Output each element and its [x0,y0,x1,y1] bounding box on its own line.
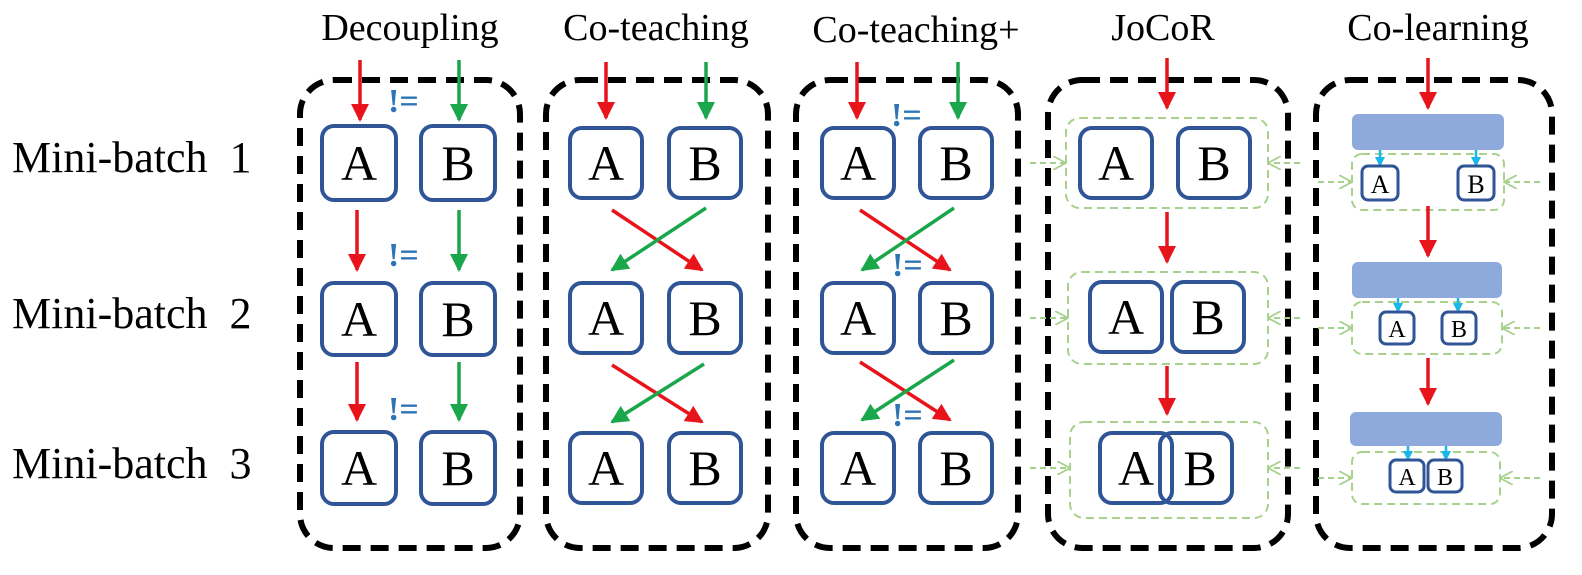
network-b-label: B [688,290,721,346]
network-b-label: B [1437,465,1453,491]
network-a-label: A [588,440,624,496]
neq-symbol: != [891,97,922,134]
network-a-box [1360,164,1400,202]
joint-dashed-group [1351,451,1501,505]
network-b-box [1456,164,1496,202]
network-b-label: B [688,135,721,191]
network-b-label: B [1197,135,1230,191]
shared-feature-block [1352,262,1502,298]
network-b-box [419,281,497,357]
network-a-box [820,281,896,355]
network-b-label: B [441,135,474,191]
panel-title-co-teaching-plus: Co-teaching+ [812,9,1019,51]
row-label-mini-batch-3: Mini-batch 3 [12,439,252,488]
network-a-box [1078,126,1154,200]
co-teaching-panel: A B A B A B [568,62,743,505]
panel-title-jocor: JoCoR [1111,7,1215,49]
network-b-box [667,281,743,355]
neq-symbol: != [892,247,923,284]
network-a-box [820,431,896,505]
panel-border-co-teaching-plus [793,77,1021,551]
network-b-box [419,124,497,202]
network-a-box [320,124,398,202]
network-b-box [1426,458,1464,494]
network-a-box [1088,280,1164,354]
neq-symbol: != [892,397,923,434]
neq-symbol: != [388,237,419,274]
network-a-label: A [1098,135,1134,191]
row-label-mini-batch-2: Mini-batch 2 [12,289,252,338]
co-learning-panel: A B A B A B [1318,58,1540,505]
network-a-box [320,281,398,357]
network-b-label: B [939,290,972,346]
network-a-label: A [588,135,624,191]
panel-border-decoupling [297,77,523,551]
green-cross-arrow [860,358,955,422]
network-a-box [1098,431,1174,505]
network-a-box [820,126,896,200]
green-cross-arrow [860,206,955,272]
network-a-label: A [341,291,377,347]
green-cross-arrow [610,206,707,272]
neq-symbol: != [388,391,419,428]
network-b-label: B [441,291,474,347]
panel-title-co-learning: Co-learning [1347,7,1529,49]
network-a-box [568,281,644,355]
joint-dashed-group [1351,301,1503,355]
network-a-box [1378,310,1416,346]
network-a-label: A [1398,465,1416,491]
jocor-panel: A B A B A B [1030,58,1300,519]
network-a-label: A [840,290,876,346]
network-a-box [1388,458,1426,494]
network-b-label: B [688,440,721,496]
network-a-box [320,430,398,506]
network-a-label: A [840,135,876,191]
network-a-box [568,431,644,505]
network-b-box [667,126,743,200]
shared-feature-block [1350,412,1502,446]
network-a-label: A [588,290,624,346]
network-a-label: A [1108,289,1144,345]
network-b-box [1158,431,1234,505]
row-label-mini-batch-1: Mini-batch 1 [12,133,252,182]
network-b-label: B [1451,317,1467,343]
network-b-label: B [939,135,972,191]
green-cross-arrow [610,362,705,424]
network-a-box [568,126,644,200]
network-b-label: B [1183,440,1216,496]
shared-feature-block [1352,114,1504,150]
network-a-label: A [1118,440,1154,496]
co-teaching-plus-panel: != A B != A B != A B [820,62,994,505]
network-a-label: A [840,440,876,496]
network-b-box [1170,280,1246,354]
network-b-box [918,126,994,200]
neq-symbol: != [388,83,419,120]
network-a-label: A [1371,170,1390,199]
panel-title-decoupling: Decoupling [321,7,498,49]
network-b-box [667,431,743,505]
network-b-label: B [1191,289,1224,345]
network-b-label: B [441,440,474,496]
network-b-box [1176,126,1252,200]
decoupling-panel: != A B != A B != A B [320,60,497,506]
network-b-box [1440,310,1478,346]
network-b-box [918,281,994,355]
network-a-label: A [341,135,377,191]
panel-title-co-teaching: Co-teaching [563,7,749,49]
network-b-box [419,430,497,506]
network-a-label: A [1388,317,1406,343]
network-b-label: B [1467,170,1484,199]
panel-border-co-teaching [543,77,771,551]
network-b-label: B [939,440,972,496]
network-b-box [918,431,994,505]
network-a-label: A [341,440,377,496]
panel-border-co-learning [1313,77,1555,551]
